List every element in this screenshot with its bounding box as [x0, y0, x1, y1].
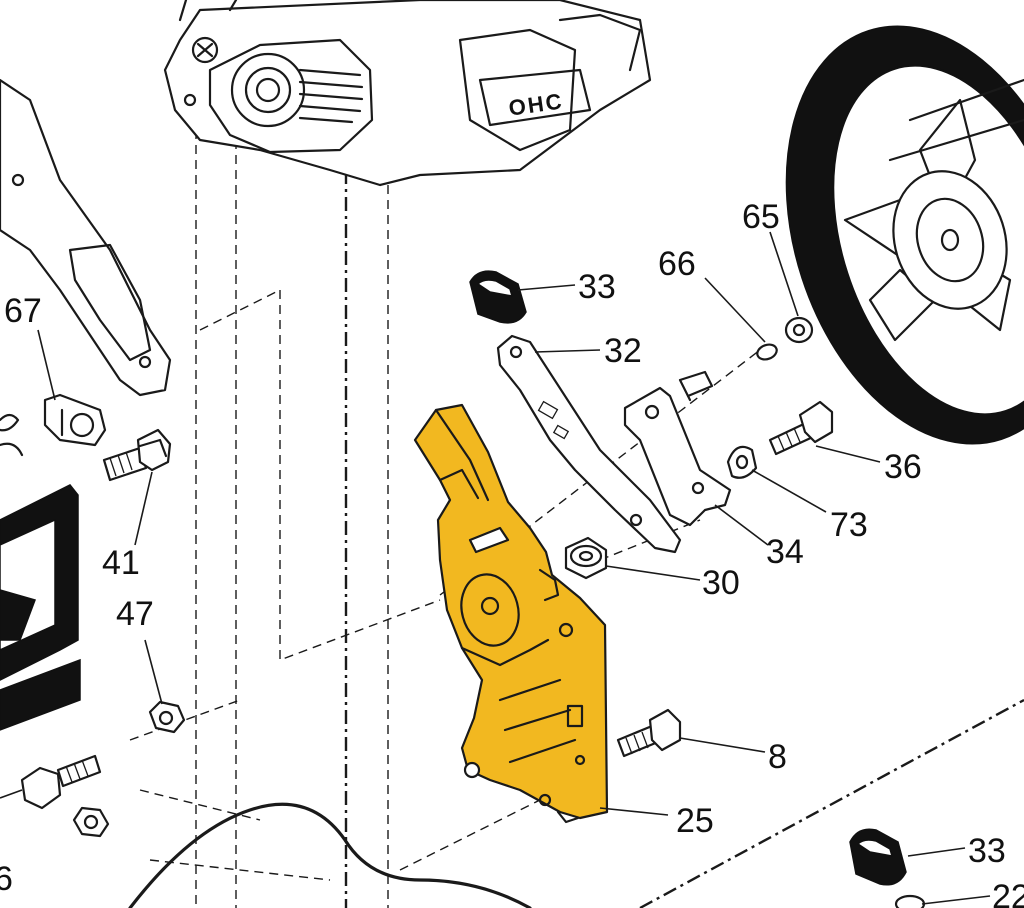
washer-66 — [756, 343, 778, 361]
callout-8: 8 — [768, 738, 787, 776]
bracket-34 — [623, 370, 732, 527]
callout-67: 67 — [4, 292, 42, 330]
lever-32 — [496, 334, 682, 554]
callout-47: 47 — [116, 595, 154, 633]
wheel — [785, 25, 1024, 445]
nut-47 — [148, 700, 186, 734]
cable — [128, 802, 532, 908]
callout-6: 6 — [0, 860, 13, 898]
engine-housing — [163, 0, 652, 187]
callout-33-lower: 33 — [968, 832, 1006, 870]
handle-grip-33-lower — [849, 828, 907, 886]
callout-32: 32 — [604, 332, 642, 370]
leader-lines — [0, 231, 991, 905]
callout-66: 66 — [658, 245, 696, 283]
left-panel — [0, 484, 81, 731]
cable-clip — [0, 393, 107, 457]
callout-labels: 33 32 66 65 67 36 73 41 34 30 47 8 25 33… — [0, 198, 1024, 908]
spacer-73 — [726, 445, 758, 479]
callout-36: 36 — [884, 448, 922, 486]
handle-grip-33 — [469, 270, 527, 324]
callout-73: 73 — [830, 506, 868, 544]
bolt-6 — [20, 754, 102, 810]
callout-25: 25 — [676, 802, 714, 840]
callout-22: 22 — [992, 878, 1024, 908]
nut-22 — [894, 894, 926, 908]
left-arm — [0, 78, 172, 397]
callout-65: 65 — [742, 198, 780, 236]
callout-34: 34 — [766, 533, 804, 571]
nut-lower — [72, 806, 110, 838]
bushing-30 — [564, 536, 608, 580]
callout-33-top: 33 — [578, 268, 616, 306]
bolt-36 — [768, 400, 834, 456]
bolt-41 — [102, 428, 172, 482]
callout-30: 30 — [702, 564, 740, 602]
bolt-8 — [616, 708, 682, 758]
bracket-25-highlighted — [413, 403, 609, 824]
callout-41: 41 — [102, 544, 140, 582]
washer-65 — [784, 316, 814, 344]
